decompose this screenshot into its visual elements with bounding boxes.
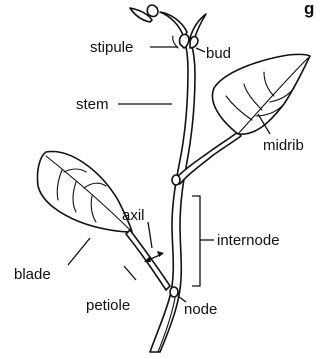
figure-number-fragment: g [304,0,314,18]
lower-leaf [37,152,170,290]
label-axil: axil [122,207,145,224]
bud-shape [180,34,189,48]
label-node: node [184,301,217,318]
label-stem: stem [76,96,109,113]
label-bud: bud [206,45,231,62]
label-midrib: midrib [263,137,304,154]
node-swelling [170,287,178,297]
label-petiole: petiole [86,297,130,314]
label-blade: blade [14,266,51,283]
label-internode: internode [217,232,280,249]
label-stipule: stipule [90,39,133,56]
upper-leaf [212,54,310,134]
